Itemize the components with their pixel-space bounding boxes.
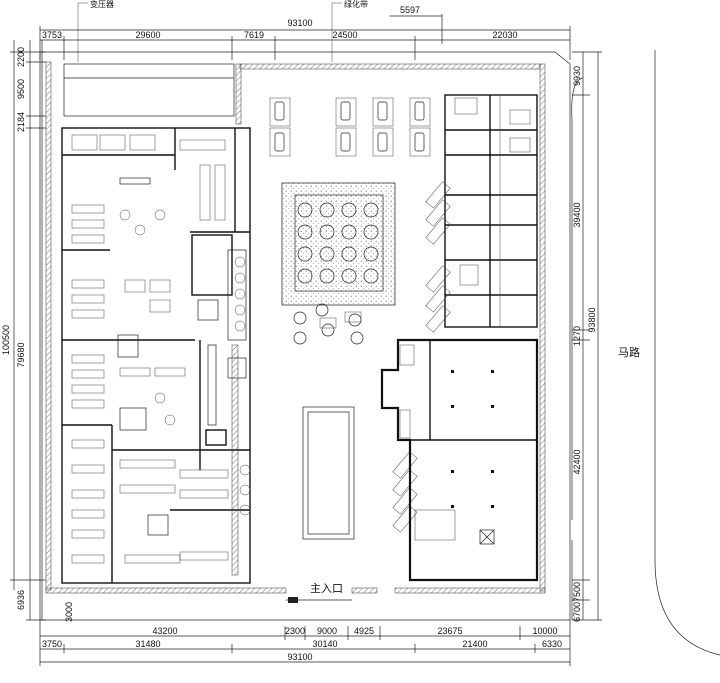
dim-top-4: 24500 (332, 30, 357, 40)
dim-right-3: 1270 (572, 326, 582, 346)
dim-left-3: 2184 (16, 112, 26, 132)
parking-top (269, 97, 431, 157)
south-wall-hatch-west (45, 587, 287, 594)
road: 马路 (571, 50, 720, 656)
garden-seating (293, 303, 364, 345)
north-wall-hatch (239, 63, 541, 70)
dim-left-total: 100500 (1, 325, 11, 355)
dim-right-total: 93800 (587, 307, 597, 332)
dim-right-5: 7500 (572, 582, 582, 602)
office-plants (119, 209, 251, 516)
east-dormitory (444, 94, 538, 328)
dim-top-2: 29600 (135, 30, 160, 40)
dim-right-4: 42400 (572, 449, 582, 474)
dim-left-4: 79680 (16, 342, 26, 367)
dim-bottom-r2-3: 30140 (312, 639, 337, 649)
east-wall-hatch (539, 63, 546, 592)
dim-right-2: 39400 (572, 202, 582, 227)
dim-top-small: 5597 (400, 5, 420, 15)
dim-top-1: 3753 (42, 30, 62, 40)
west-wall-hatch (45, 61, 52, 591)
central-garden (281, 182, 396, 345)
dimension-bottom: 43200 2300 9000 4925 23675 10000 3750 31… (39, 620, 571, 666)
reflecting-pool (302, 406, 355, 540)
parking-angled-south (392, 451, 418, 533)
south-wall-hatch-mid (351, 587, 378, 594)
south-wall-hatch-east (394, 587, 546, 594)
transformer-yard (63, 63, 235, 117)
dim-bottom-r2-5: 6330 (542, 639, 562, 649)
dim-right-1: 9930 (572, 66, 582, 86)
dim-bottom-2: 2300 (285, 626, 305, 636)
dim-left-1: 2200 (16, 47, 26, 67)
dim-top-3: 7619 (244, 30, 264, 40)
dim-top-total: 93100 (287, 18, 312, 28)
main-entrance: 主入口 (286, 582, 352, 603)
dim-left-bottom: 3000 (64, 602, 74, 622)
dim-left-5: 6936 (16, 590, 26, 610)
dim-bottom-r2-2: 31480 (135, 639, 160, 649)
dim-bottom-4: 4925 (354, 626, 374, 636)
warehouse (380, 338, 539, 582)
garden-trees (297, 202, 379, 284)
transformer-wall-hatch (235, 63, 242, 125)
dim-bottom-r2-1: 3750 (42, 639, 62, 649)
dim-right-6: 6700 (572, 602, 582, 622)
dim-top-5: 22030 (492, 30, 517, 40)
dim-bottom-total: 93100 (287, 652, 312, 662)
dim-bottom-3: 9000 (317, 626, 337, 636)
dim-left-2: 9500 (16, 79, 26, 99)
label-green-belt: 绿化带 (344, 0, 368, 9)
label-main-entrance: 主入口 (310, 582, 343, 595)
office-desks (71, 134, 229, 564)
site-boundary (39, 51, 571, 621)
dim-bottom-6: 10000 (532, 626, 557, 636)
dimension-top: 93100 3753 29600 7619 24500 22030 5597 变… (39, 0, 571, 62)
label-road: 马路 (618, 346, 640, 359)
office-building (61, 127, 251, 584)
dimension-right: 9930 39400 1270 42400 7500 6700 93800 (572, 51, 602, 622)
dim-bottom-5: 23675 (437, 626, 462, 636)
dim-bottom-1: 43200 (152, 626, 177, 636)
label-transformer: 变压器 (90, 0, 114, 9)
parking-angled-north (425, 181, 451, 333)
dim-bottom-r2-4: 21400 (462, 639, 487, 649)
